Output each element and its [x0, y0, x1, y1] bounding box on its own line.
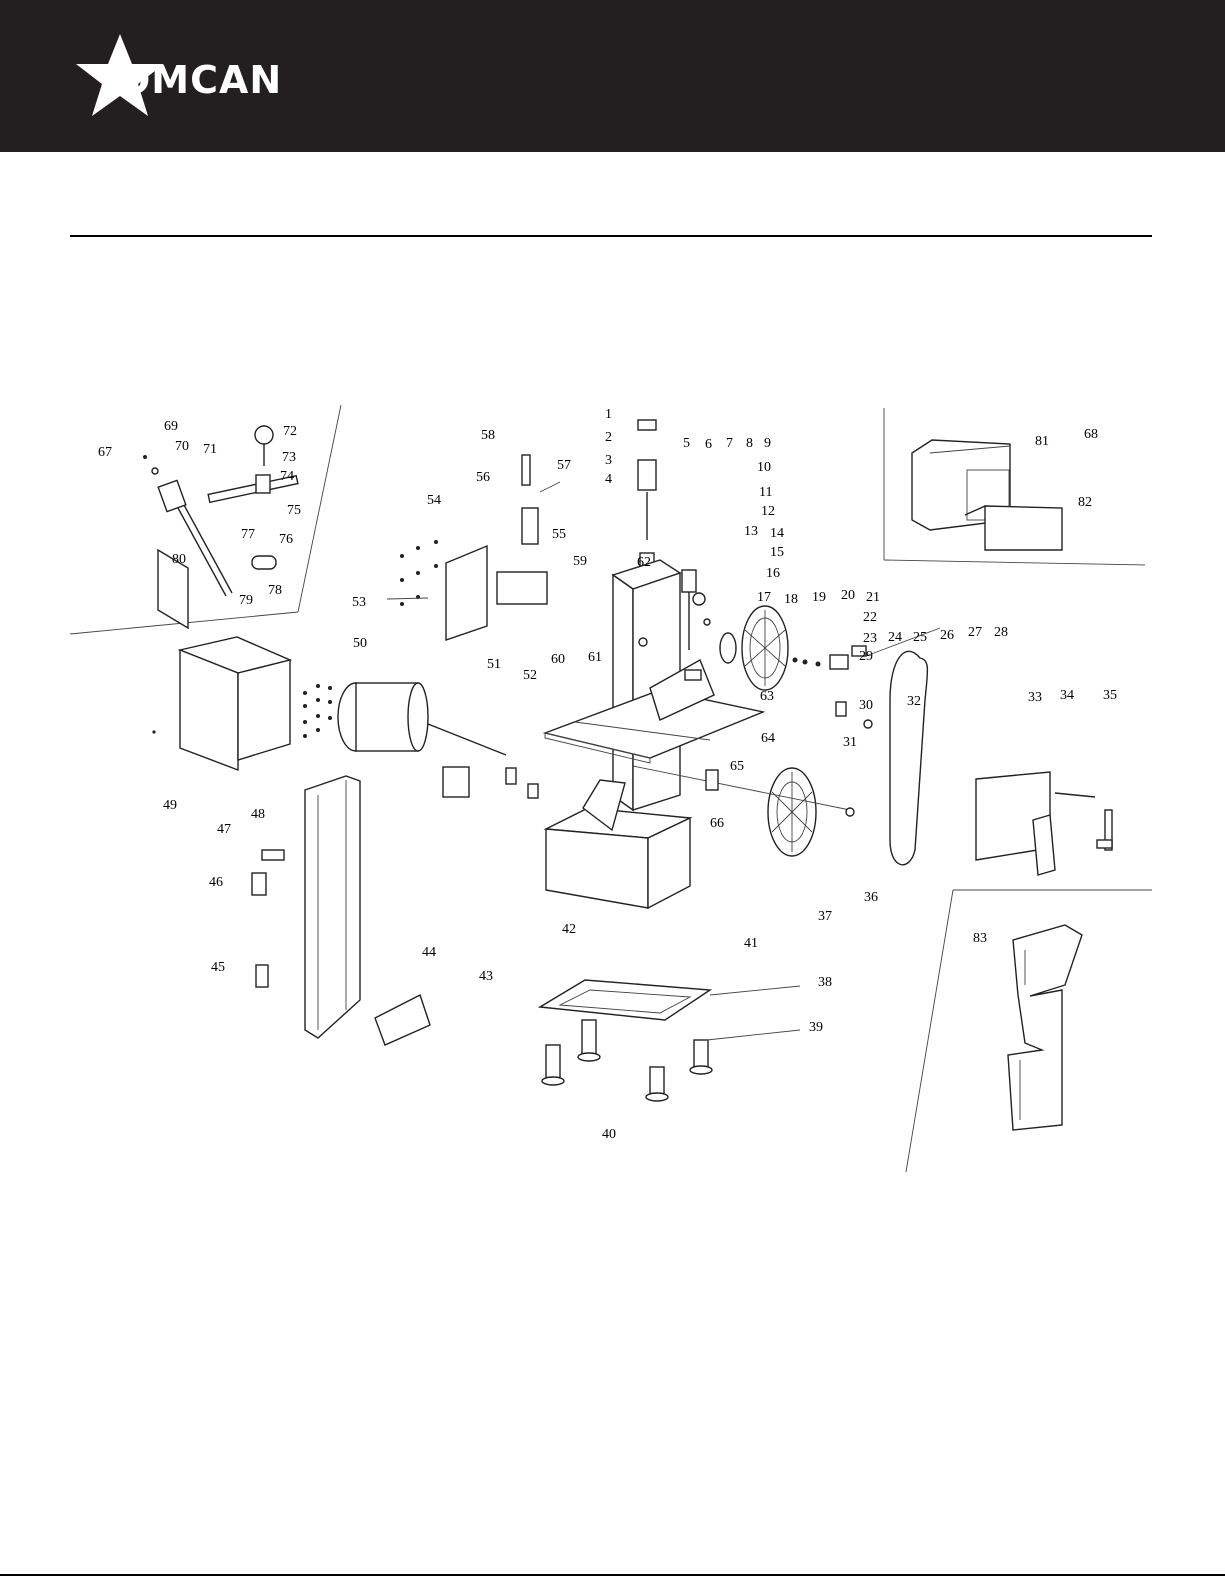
callout-13: 13 — [744, 524, 758, 539]
callout-11: 11 — [759, 485, 772, 500]
callout-19: 19 — [812, 590, 826, 605]
callout-81: 81 — [1035, 434, 1049, 449]
motor — [303, 683, 506, 755]
callout-73: 73 — [282, 450, 296, 465]
callout-14: 14 — [770, 526, 784, 541]
callout-7: 7 — [726, 436, 733, 451]
main-frame — [252, 767, 469, 1045]
callout-45: 45 — [211, 960, 225, 975]
callout-2: 2 — [605, 430, 612, 445]
callout-3: 3 — [605, 453, 612, 468]
callout-46: 46 — [209, 875, 223, 890]
callout-1: 1 — [605, 407, 612, 422]
callout-28: 28 — [994, 625, 1008, 640]
callout-38: 38 — [818, 975, 832, 990]
callout-62: 62 — [637, 555, 651, 570]
callout-4: 4 — [605, 472, 612, 487]
upper-wheel — [720, 606, 940, 690]
callout-80: 80 — [172, 552, 186, 567]
callout-9: 9 — [764, 436, 771, 451]
callout-78: 78 — [268, 583, 282, 598]
callout-15: 15 — [770, 545, 784, 560]
callout-70: 70 — [175, 439, 189, 454]
callout-75: 75 — [287, 503, 301, 518]
callout-53: 53 — [352, 595, 366, 610]
callout-52: 52 — [523, 668, 537, 683]
callout-30: 30 — [859, 698, 873, 713]
callout-33: 33 — [1028, 690, 1042, 705]
callout-5: 5 — [683, 436, 690, 451]
callout-77: 77 — [241, 527, 255, 542]
callout-59: 59 — [573, 554, 587, 569]
callout-23: 23 — [863, 631, 877, 646]
callout-40: 40 — [602, 1127, 616, 1142]
callout-61: 61 — [588, 650, 602, 665]
callout-12: 12 — [761, 504, 775, 519]
callout-22: 22 — [863, 610, 877, 625]
storage-cabinet — [912, 440, 1062, 550]
callout-58: 58 — [481, 428, 495, 443]
callout-72: 72 — [283, 424, 297, 439]
callout-49: 49 — [163, 798, 177, 813]
footer-rule — [0, 1574, 1225, 1576]
callout-29: 29 — [859, 649, 873, 664]
callout-43: 43 — [479, 969, 493, 984]
callout-39: 39 — [809, 1020, 823, 1035]
callout-50: 50 — [353, 636, 367, 651]
callout-26: 26 — [940, 628, 954, 643]
callout-66: 66 — [710, 816, 724, 831]
callout-24: 24 — [888, 630, 902, 645]
callout-35: 35 — [1103, 688, 1117, 703]
callout-60: 60 — [551, 652, 565, 667]
base-plate — [540, 980, 800, 1101]
callout-82: 82 — [1078, 495, 1092, 510]
callout-42: 42 — [562, 922, 576, 937]
callout-6: 6 — [705, 437, 712, 452]
blade-guard — [976, 772, 1112, 875]
callout-69: 69 — [164, 419, 178, 434]
callout-74: 74 — [280, 469, 294, 484]
callout-17: 17 — [757, 590, 771, 605]
callout-8: 8 — [746, 436, 753, 451]
callout-27: 27 — [968, 625, 982, 640]
callout-67: 67 — [98, 445, 112, 460]
callout-44: 44 — [422, 945, 436, 960]
blade-guide-assembly — [497, 455, 560, 604]
frame-83 — [1008, 925, 1082, 1130]
switch-panel — [387, 540, 487, 640]
callout-56: 56 — [476, 470, 490, 485]
callout-65: 65 — [730, 759, 744, 774]
callout-51: 51 — [487, 657, 501, 672]
callout-10: 10 — [757, 460, 771, 475]
callout-63: 63 — [760, 689, 774, 704]
callout-16: 16 — [766, 566, 780, 581]
callout-36: 36 — [864, 890, 878, 905]
callout-18: 18 — [784, 592, 798, 607]
callout-68: 68 — [1084, 427, 1098, 442]
callout-71: 71 — [203, 442, 217, 457]
callout-48: 48 — [251, 807, 265, 822]
callout-20: 20 — [841, 588, 855, 603]
callout-21: 21 — [866, 590, 880, 605]
callout-83: 83 — [973, 931, 987, 946]
callout-31: 31 — [843, 735, 857, 750]
callout-64: 64 — [761, 731, 775, 746]
callout-34: 34 — [1060, 688, 1074, 703]
callout-55: 55 — [552, 527, 566, 542]
callout-57: 57 — [557, 458, 571, 473]
callout-25: 25 — [913, 630, 927, 645]
callout-54: 54 — [427, 493, 441, 508]
callout-37: 37 — [818, 909, 832, 924]
callout-76: 76 — [279, 532, 293, 547]
callout-79: 79 — [239, 593, 253, 608]
saw-blade — [890, 651, 927, 864]
callout-32: 32 — [907, 694, 921, 709]
callout-47: 47 — [217, 822, 231, 837]
left-cover — [152, 637, 290, 770]
callout-41: 41 — [744, 936, 758, 951]
